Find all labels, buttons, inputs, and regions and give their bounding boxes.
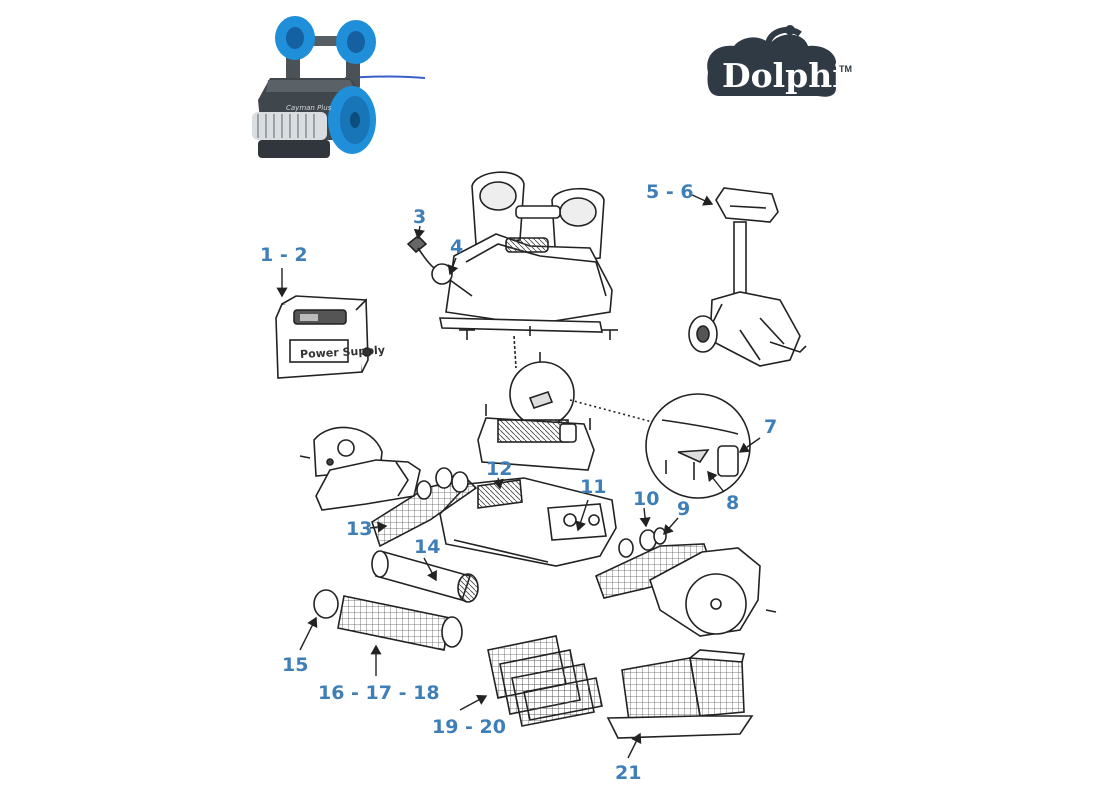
- left-track-part: [371, 467, 478, 548]
- callout-4: 4: [450, 236, 464, 258]
- callout-19-20: 19 - 20: [432, 716, 506, 738]
- left-side-panel-part: [313, 426, 421, 511]
- callout-15: 15: [282, 654, 309, 676]
- callout-21: 21: [615, 762, 642, 784]
- top-cover-handle-part: [439, 171, 613, 336]
- callout-16-17-18: 16 - 17 - 18: [318, 682, 440, 704]
- callout-7: 7: [764, 416, 778, 438]
- logo-trademark: TM: [839, 64, 852, 74]
- right-track-part: [594, 527, 709, 599]
- callout-14: 14: [414, 536, 441, 558]
- callout-8: 8: [726, 492, 740, 514]
- right-side-panel-part: [649, 547, 761, 637]
- motor-unit-part: [477, 335, 661, 471]
- brush-roller-part: [313, 589, 463, 651]
- leader-arrows: [276, 193, 761, 759]
- filter-basket-part: [606, 649, 754, 739]
- callout-1-2: 1 - 2: [260, 244, 308, 266]
- callout-3: 3: [413, 206, 427, 228]
- screws: [299, 329, 777, 613]
- robot-product-photo: [252, 16, 426, 158]
- roller-part: [371, 550, 479, 603]
- callout-12: 12: [486, 458, 513, 480]
- logo-wordmark: Dolphin: [722, 56, 869, 95]
- impeller-detail-zoom: [645, 393, 751, 499]
- callout-11: 11: [580, 476, 607, 498]
- photo-badge: Cayman Plus: [286, 104, 332, 112]
- dolphin-logo: [707, 25, 837, 97]
- callout-10: 10: [633, 488, 660, 510]
- callout-13: 13: [346, 518, 373, 540]
- power-supply-part: [275, 295, 372, 379]
- cable-swivel-part: [406, 234, 473, 297]
- callout-5-6: 5 - 6: [646, 181, 694, 203]
- power-supply-label: Power Supply: [300, 344, 386, 361]
- filter-panels-part: [487, 635, 603, 727]
- caddy-cart-part: [688, 187, 807, 367]
- callout-9: 9: [677, 498, 691, 520]
